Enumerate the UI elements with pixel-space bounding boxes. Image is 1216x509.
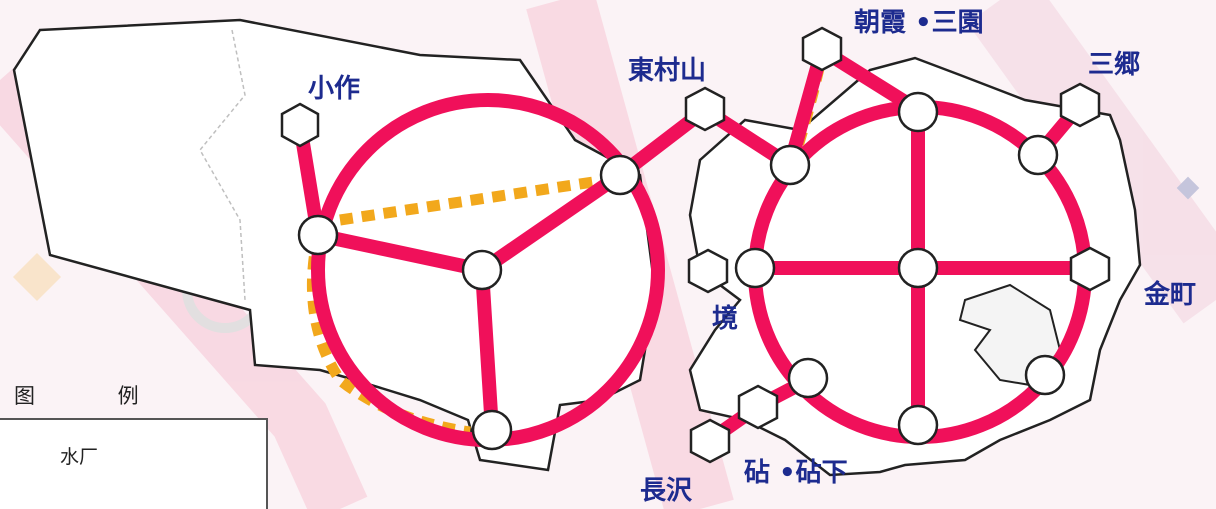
label-nagasawa: 長沢 — [640, 476, 693, 506]
node-east-ne — [1017, 134, 1059, 176]
label-asaka-sanen: 朝霞 •三園 — [854, 8, 984, 38]
label-higashimurayama: 東村山 — [628, 56, 707, 86]
node-west-center — [461, 249, 503, 291]
junction-nodes — [297, 91, 1066, 451]
plant-kinuta — [737, 384, 779, 430]
node-west-south — [471, 409, 513, 451]
plant-sakai — [687, 248, 729, 294]
dashed-line-north-chord — [339, 172, 621, 226]
plant-kanamachi — [1069, 246, 1111, 292]
node-east-north — [897, 91, 939, 133]
west-spoke-west — [311, 228, 489, 277]
node-east-center — [897, 247, 939, 289]
plant-misato — [1059, 82, 1101, 128]
legend-title: 图 例 — [14, 384, 177, 408]
label-kanamachi: 金町 — [1144, 280, 1197, 310]
plant-kosaku — [280, 102, 320, 148]
plant-asaka — [801, 26, 843, 72]
node-east-nw — [769, 144, 811, 186]
label-sakai: 境 — [712, 304, 739, 334]
node-west-north — [599, 154, 641, 196]
label-kinuta: 砧 •砧下 — [744, 458, 848, 488]
west-spoke-south — [475, 263, 499, 437]
node-east-west — [734, 247, 776, 289]
plant-kinutashimo — [689, 418, 731, 464]
node-west — [297, 214, 339, 256]
node-east-sw — [787, 357, 829, 399]
label-kosaku: 小作 — [308, 74, 361, 104]
node-east-south — [897, 404, 939, 446]
legend-item-water-plant: 水厂 — [60, 446, 99, 468]
water-plants — [280, 26, 1111, 464]
label-misato: 三郷 — [1088, 50, 1141, 80]
west-spoke-north — [475, 168, 627, 277]
legend-box: 水厂 — [0, 418, 268, 509]
plant-higashimurayama — [684, 86, 726, 132]
inner-district-line — [199, 29, 246, 301]
node-east-se — [1024, 354, 1066, 396]
